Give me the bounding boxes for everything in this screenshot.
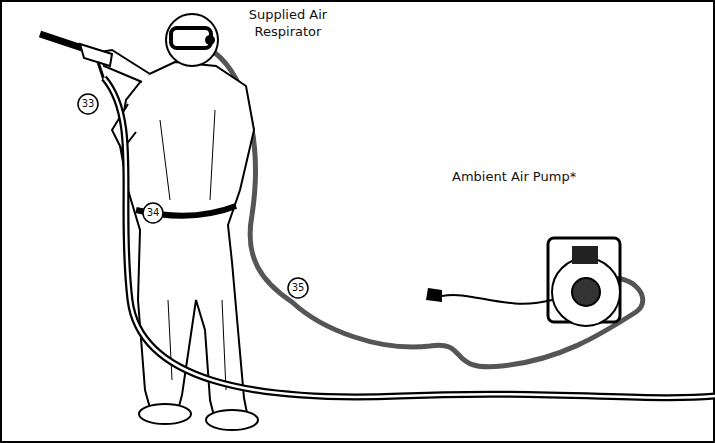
part-label: Ambient Air Pump* [452, 168, 576, 185]
callout-number: 34 [142, 202, 164, 224]
callout-number: 35 [287, 277, 309, 299]
part-label: Supplied Air Respirator [238, 6, 338, 40]
callout-number: 33 [77, 93, 99, 115]
